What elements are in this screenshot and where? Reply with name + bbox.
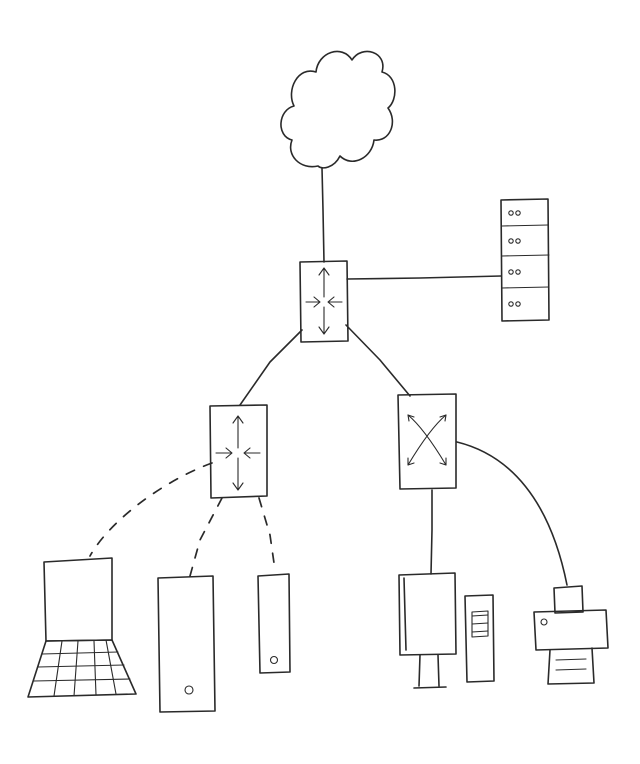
switch-icon xyxy=(397,393,457,490)
link-wireless-phone xyxy=(258,497,276,571)
tablet-icon xyxy=(157,575,216,713)
router-icon xyxy=(299,260,349,343)
laptop-icon xyxy=(27,557,137,698)
cloud-icon xyxy=(280,50,396,169)
link-wireless-tablet xyxy=(189,497,223,577)
link-wireless-laptop xyxy=(89,462,213,557)
link-core-router-switch xyxy=(345,324,411,397)
server-rack-icon xyxy=(500,198,550,322)
links xyxy=(89,167,568,586)
pc-tower-icon xyxy=(464,594,495,683)
link-switch-monitor xyxy=(430,489,433,575)
router-icon xyxy=(209,404,268,499)
phone-icon xyxy=(257,573,291,674)
printer-icon xyxy=(533,585,609,685)
link-switch-printer xyxy=(456,441,568,586)
monitor-icon xyxy=(398,572,457,689)
link-core-router-wireless-router xyxy=(239,329,303,406)
link-internet-core-router xyxy=(321,167,325,263)
link-core-router-server xyxy=(346,275,502,280)
